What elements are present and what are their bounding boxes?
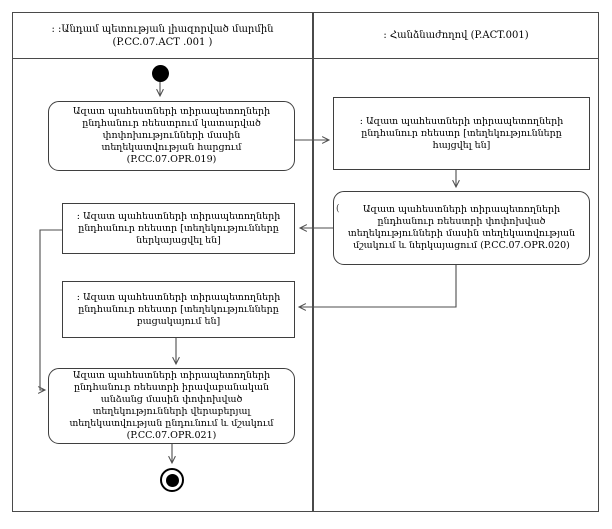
initial-node-icon <box>152 65 169 82</box>
final-node-inner-dot <box>165 473 179 487</box>
action-node-label: Ազատ պահեստների տիրապետողների ընդհանուր … <box>347 204 576 251</box>
lane-title: : :Անդամ պետության լիազորված մարմին <box>51 23 274 35</box>
action-node-label: Ազատ պահեստների տիրապետողների ընդհանուր … <box>69 370 274 441</box>
object-node-registry-requested: : Ազատ պահեստների տիրապետողների ընդհանու… <box>333 97 590 170</box>
stray-paren-artifact: ( <box>336 204 340 214</box>
object-node-registry-absent: : Ազատ պահեստների տիրապետողների ընդհանու… <box>62 281 295 338</box>
lane-title: : Հանձնաժողով (P.ACT.001) <box>383 30 529 41</box>
object-node-registry-presented: : Ազատ պահեստների տիրապետողների ընդհանու… <box>62 203 295 254</box>
object-node-label: : Ազատ պահեստների տիրապետողների ընդհանու… <box>76 291 281 327</box>
object-node-label: : Ազատ պահեստների տիրապետողների ընդհանու… <box>76 210 281 246</box>
action-node-process-and-present: Ազատ պահեստների տիրապետողների ընդհանուր … <box>333 191 590 265</box>
swimlane-member-state-header: : :Անդամ պետության լիազորված մարմին (P.C… <box>13 13 312 59</box>
lane-subtitle: (P.CC.07.ACT .001 ) <box>112 36 213 48</box>
swimlane-commission-header: : Հանձնաժողով (P.ACT.001) <box>314 13 598 59</box>
action-node-receive-and-process: Ազատ պահեստների տիրապետողների ընդհանուր … <box>48 368 295 444</box>
action-node-label: Ազատ պահեստների տիրապետողների ընդհանուր … <box>72 106 271 165</box>
object-node-label: : Ազատ պահեստների տիրապետողների ընդհանու… <box>359 115 564 151</box>
action-node-request-info: Ազատ պահեստների տիրապետողների ընդհանուր … <box>48 101 295 171</box>
final-node-icon <box>160 468 184 492</box>
